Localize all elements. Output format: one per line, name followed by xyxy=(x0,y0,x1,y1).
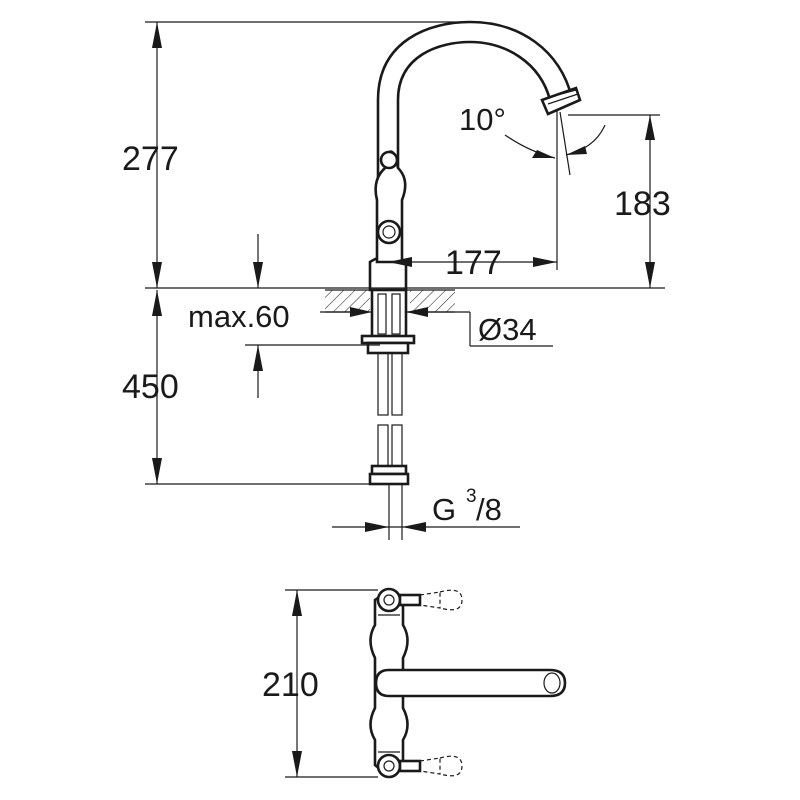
side-view: 277 183 10° 177 xyxy=(122,20,671,540)
thread-numerator-label: 3 xyxy=(466,486,477,507)
spout xyxy=(376,20,582,255)
top-spout xyxy=(374,668,567,698)
dimension-total-height: 277 xyxy=(122,21,470,288)
dimension-hose-length: 450 xyxy=(122,290,375,485)
hose-length-label: 450 xyxy=(122,368,179,406)
mounting-shank xyxy=(360,288,416,355)
supply-hoses xyxy=(368,352,410,486)
total-height-label: 277 xyxy=(122,140,179,178)
dimension-mounting-hole: Ø34 xyxy=(406,307,553,347)
thread-denominator-label: /8 xyxy=(476,492,502,527)
faucet-body xyxy=(368,150,408,292)
handle-span-label: 210 xyxy=(262,666,319,704)
dimension-spout-height: 183 xyxy=(568,114,671,288)
top-handle-lower xyxy=(376,753,463,779)
deck-thickness-label: max.60 xyxy=(188,299,290,334)
spout-height-label: 183 xyxy=(614,185,671,223)
dimension-handle-span: 210 xyxy=(262,589,378,778)
top-view: 210 xyxy=(262,587,567,779)
top-handle-upper xyxy=(376,587,463,613)
spout-reach-label: 177 xyxy=(445,244,502,282)
dimension-connection-thread: G 3 /8 xyxy=(332,484,520,540)
swivel-angle-label: 10° xyxy=(459,102,506,137)
thread-g-label: G xyxy=(432,492,456,527)
dimension-swivel-angle: 10° xyxy=(459,102,606,270)
dimension-deck-thickness: max.60 xyxy=(188,234,380,398)
dimension-spout-reach: 177 xyxy=(388,244,557,282)
mounting-hole-label: Ø34 xyxy=(478,312,537,347)
